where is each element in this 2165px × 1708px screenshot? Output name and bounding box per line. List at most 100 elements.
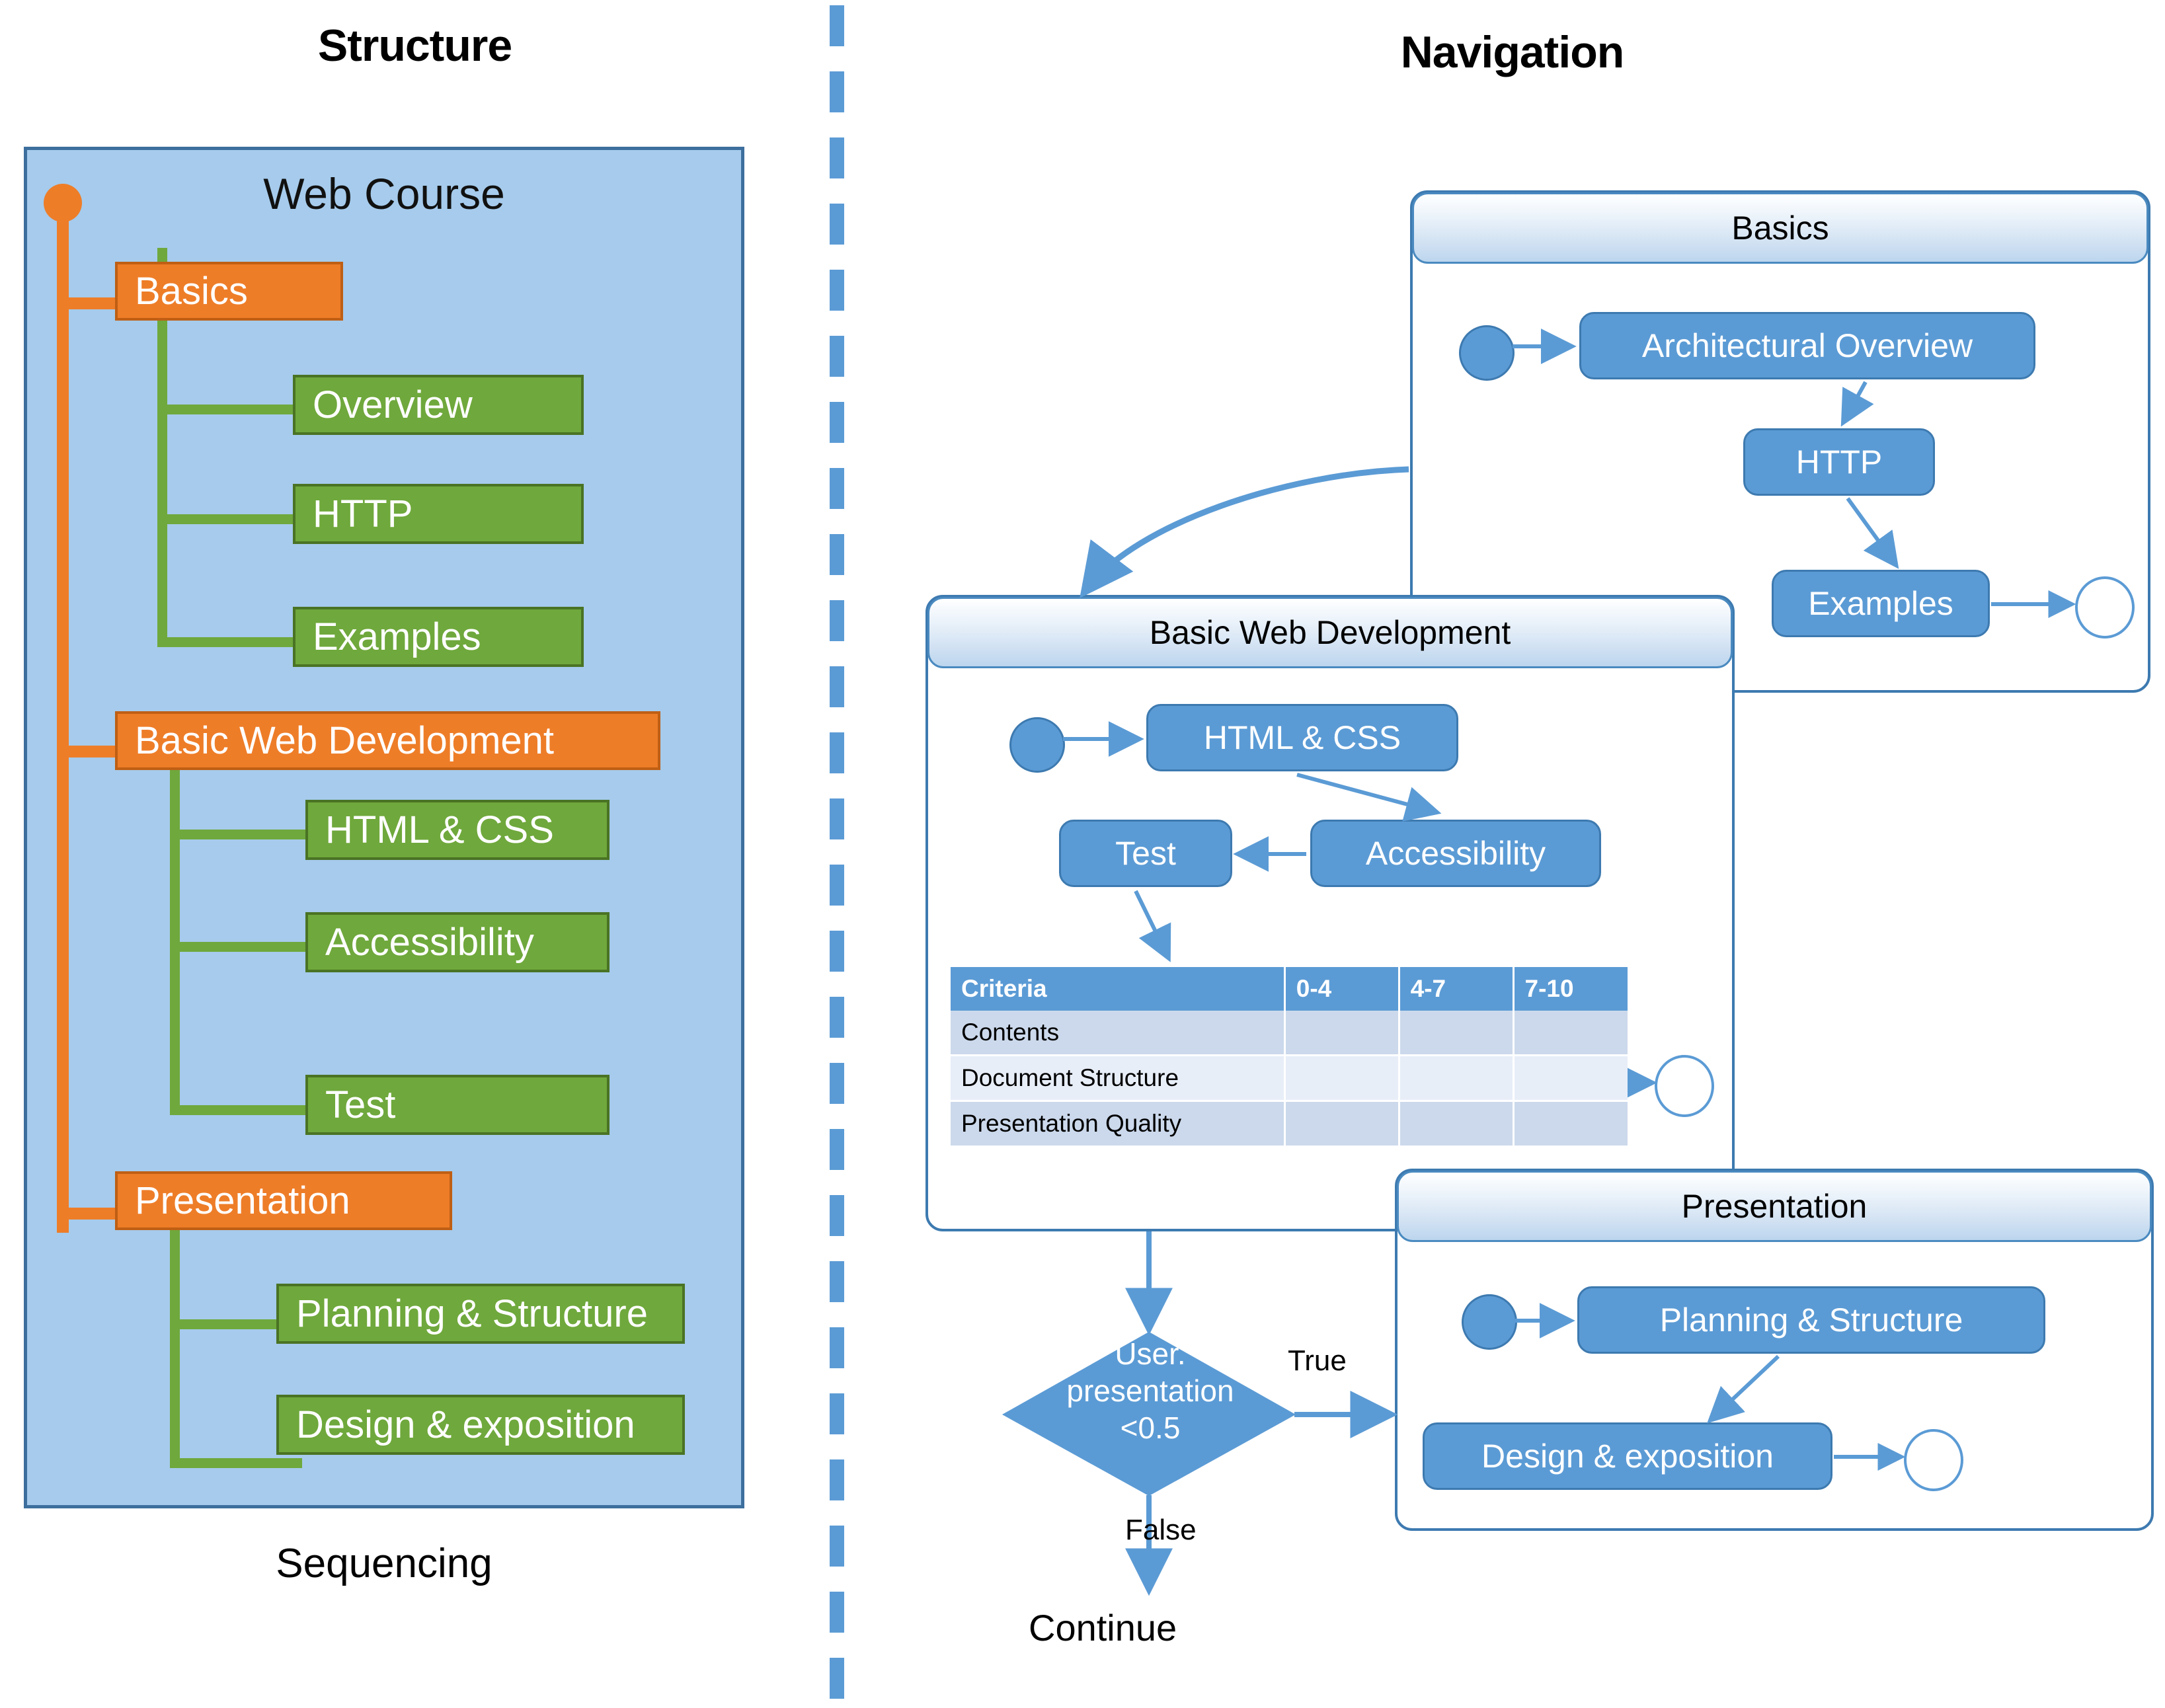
rubric-cell-contents-4-7[interactable] — [1399, 1011, 1515, 1056]
nav-panel-presentation-title-bar: Presentation — [1397, 1171, 2152, 1242]
structure-topic-test-label: Test — [325, 1083, 396, 1126]
structure-root-label: Web Course — [263, 169, 505, 218]
orange-connector-basic-web-development — [57, 746, 130, 757]
structure-topic-html-css-label: HTML & CSS — [325, 808, 554, 851]
edge-label-continue: Continue — [1029, 1607, 1177, 1649]
structure-topic-design-exposition[interactable]: Design & exposition — [276, 1395, 685, 1455]
nav-state-design-exposition-label: Design & exposition — [1481, 1438, 1774, 1475]
decision-line-2: presentation — [1066, 1374, 1234, 1409]
orange-spine — [57, 218, 69, 1233]
structure-topic-test[interactable]: Test — [305, 1075, 610, 1135]
presentation-initial-node — [1462, 1294, 1517, 1350]
green-connector-accessibility — [170, 942, 312, 952]
orange-connector-presentation — [57, 1208, 130, 1220]
decision-diamond-label: User. presentation <0.5 — [1005, 1335, 1296, 1446]
nav-state-design-exposition[interactable]: Design & exposition — [1423, 1422, 1832, 1490]
structure-topic-planning-structure-label: Planning & Structure — [296, 1292, 648, 1335]
structure-topic-planning-structure[interactable]: Planning & Structure — [276, 1284, 685, 1344]
nav-panel-basics-title: Basics — [1731, 210, 1829, 247]
structure-topic-examples-label: Examples — [313, 615, 481, 658]
decision-line-1: User. — [1115, 1337, 1186, 1371]
table-row: Document Structure — [951, 1055, 1628, 1102]
rubric-header-0-4: 0-4 — [1284, 967, 1400, 1011]
rubric-cell-presquality-4-7[interactable] — [1399, 1101, 1515, 1147]
arrow-basics-to-basic-web-development — [1080, 466, 1409, 598]
structure-topic-http-label: HTTP — [313, 492, 413, 535]
nav-state-html-css[interactable]: HTML & CSS — [1146, 704, 1458, 771]
structure-topic-examples[interactable]: Examples — [293, 607, 584, 667]
structure-topic-accessibility[interactable]: Accessibility — [305, 912, 610, 972]
nav-state-http-label: HTTP — [1795, 444, 1883, 481]
structure-module-basics-label: Basics — [135, 270, 248, 313]
structure-module-basics[interactable]: Basics — [115, 262, 343, 321]
green-spine-presentation — [170, 1227, 180, 1468]
edge-label-true: True — [1288, 1344, 1347, 1377]
nav-state-accessibility-label: Accessibility — [1365, 835, 1546, 872]
orange-connector-basics — [57, 297, 130, 309]
bwd-initial-node — [1009, 717, 1065, 773]
vertical-dashed-divider — [830, 5, 844, 1704]
structure-topic-accessibility-label: Accessibility — [325, 921, 534, 964]
nav-state-examples-label: Examples — [1808, 585, 1953, 622]
nav-state-planning-structure[interactable]: Planning & Structure — [1577, 1286, 2045, 1354]
nav-state-html-css-label: HTML & CSS — [1203, 719, 1401, 756]
rubric-cell-contents-7-10[interactable] — [1513, 1011, 1628, 1056]
nav-panel-presentation-title: Presentation — [1681, 1188, 1868, 1225]
rubric-cell-docstructure-4-7[interactable] — [1399, 1055, 1515, 1102]
green-connector-overview — [157, 405, 299, 414]
green-spine-basics — [157, 248, 167, 647]
nav-state-architectural-overview-label: Architectural Overview — [1641, 327, 1973, 364]
root-start-dot — [44, 184, 82, 222]
green-connector-planning-structure — [170, 1319, 302, 1329]
rubric-cell-presquality-0-4[interactable] — [1284, 1101, 1400, 1147]
nav-state-test[interactable]: Test — [1059, 820, 1232, 887]
nav-state-examples[interactable]: Examples — [1772, 570, 1990, 637]
nav-panel-basics-title-bar: Basics — [1412, 192, 2148, 264]
structure-topic-html-css[interactable]: HTML & CSS — [305, 800, 610, 860]
rubric-cell-contents-0-4[interactable] — [1284, 1011, 1400, 1056]
structure-module-basic-web-development[interactable]: Basic Web Development — [115, 711, 660, 770]
green-connector-examples — [157, 637, 299, 647]
page-title-structure: Structure — [317, 20, 512, 71]
presentation-final-node — [1904, 1429, 1963, 1491]
rubric-cell-docstructure-0-4[interactable] — [1284, 1055, 1400, 1102]
sequencing-caption: Sequencing — [276, 1541, 492, 1586]
rubric-cell-presquality-7-10[interactable] — [1513, 1101, 1628, 1147]
green-connector-design-exposition — [170, 1458, 302, 1468]
green-spine-basic-web-development — [170, 767, 180, 1115]
structure-topic-overview-label: Overview — [313, 383, 473, 426]
green-connector-http — [157, 514, 299, 524]
nav-panel-bwd-title: Basic Web Development — [1149, 614, 1511, 651]
structure-topic-design-exposition-label: Design & exposition — [296, 1403, 635, 1446]
nav-state-accessibility[interactable]: Accessibility — [1310, 820, 1601, 887]
rubric-table: Criteria 0-4 4-7 7-10 Contents Document … — [951, 967, 1628, 1147]
nav-panel-bwd-title-bar: Basic Web Development — [927, 597, 1733, 668]
decision-line-3: <0.5 — [1120, 1411, 1181, 1446]
bwd-final-node — [1655, 1055, 1714, 1117]
green-connector-html-css — [170, 830, 312, 839]
table-row: Presentation Quality — [951, 1101, 1628, 1147]
edge-label-false: False — [1125, 1514, 1197, 1546]
structure-module-presentation-label: Presentation — [135, 1179, 350, 1222]
nav-state-test-label: Test — [1115, 835, 1176, 872]
green-connector-test — [170, 1105, 312, 1115]
rubric-header-7-10: 7-10 — [1513, 967, 1628, 1011]
rubric-cell-presquality-label: Presentation Quality — [951, 1101, 1286, 1147]
structure-module-presentation[interactable]: Presentation — [115, 1171, 452, 1230]
structure-module-basic-web-development-label: Basic Web Development — [135, 719, 555, 762]
structure-topic-overview[interactable]: Overview — [293, 375, 584, 435]
structure-topic-http[interactable]: HTTP — [293, 484, 584, 544]
nav-state-planning-structure-label: Planning & Structure — [1659, 1301, 1963, 1339]
rubric-header-4-7: 4-7 — [1399, 967, 1515, 1011]
page-title-navigation: Navigation — [1400, 27, 1625, 77]
rubric-header-row: Criteria 0-4 4-7 7-10 — [951, 967, 1628, 1011]
nav-state-architectural-overview[interactable]: Architectural Overview — [1579, 312, 2035, 379]
rubric-cell-contents-label: Contents — [951, 1011, 1286, 1056]
basics-final-node — [2075, 576, 2135, 639]
basics-initial-node — [1459, 325, 1515, 381]
nav-state-http[interactable]: HTTP — [1743, 428, 1935, 496]
table-row: Contents — [951, 1011, 1628, 1056]
rubric-cell-docstructure-label: Document Structure — [951, 1055, 1286, 1102]
rubric-cell-docstructure-7-10[interactable] — [1513, 1055, 1628, 1102]
rubric-header-criteria: Criteria — [951, 967, 1286, 1011]
